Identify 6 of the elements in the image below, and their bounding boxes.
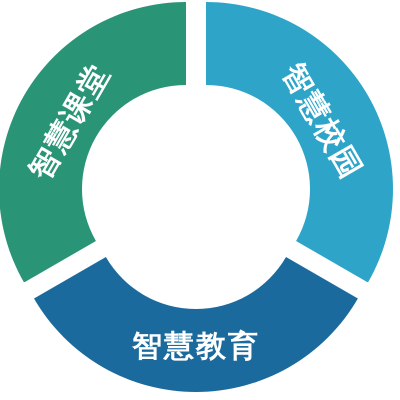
segment-label: 智慧教育: [132, 332, 260, 362]
segment-label: 智慧校园: [276, 58, 367, 184]
segment-label: 智慧课堂: [25, 58, 116, 184]
ring-segment: [206, 2, 393, 282]
ring-segment: [34, 257, 358, 392]
ring-segment: [0, 2, 186, 282]
